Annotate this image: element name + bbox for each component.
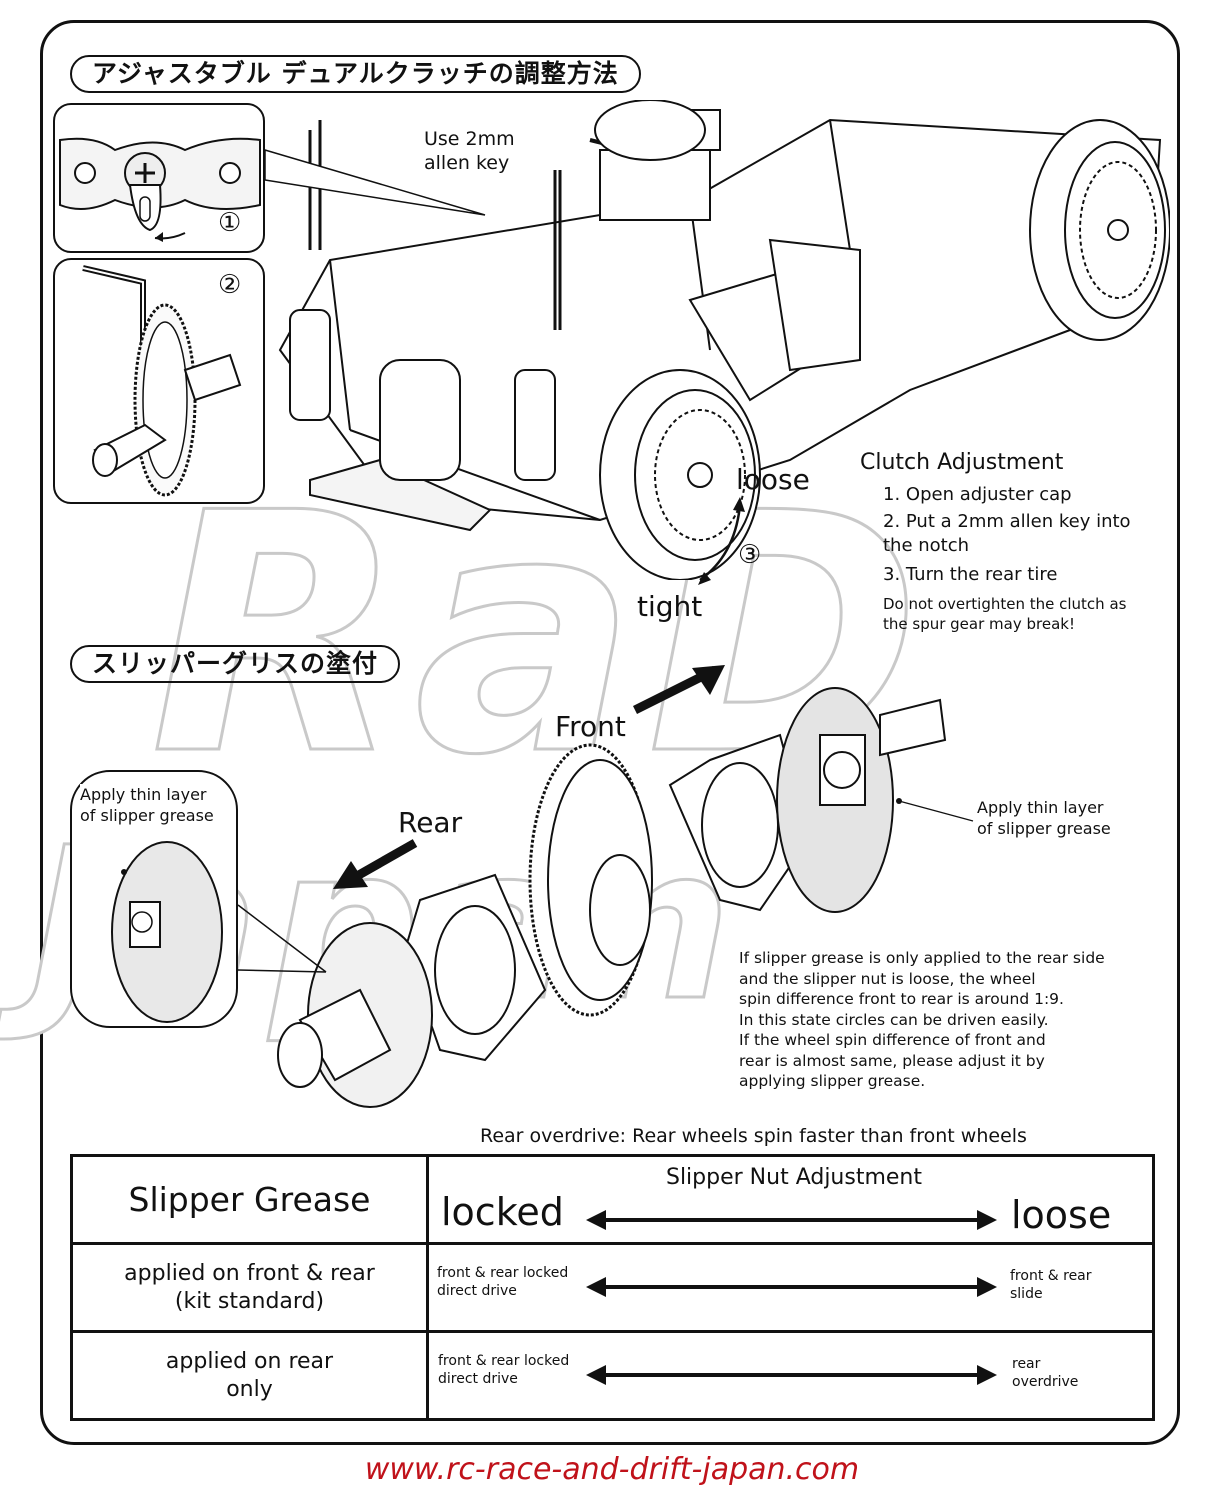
page-frame xyxy=(40,20,1180,1445)
table-row: applied on front & rear (kit standard) f… xyxy=(70,1242,1155,1333)
rotation-arrow xyxy=(698,497,745,585)
row-label-text: applied on rear only xyxy=(165,1348,334,1402)
row-adjustment-rear-only: front & rear locked direct drive rear ov… xyxy=(426,1330,1155,1421)
step2-marker: ② xyxy=(218,270,242,300)
spur-gear-key-illustration xyxy=(82,265,242,497)
row-adjustment-front-rear: front & rear locked direct drive front &… xyxy=(426,1242,1155,1333)
row-label-rear-only: applied on rear only xyxy=(70,1330,429,1421)
clutch-step-1: 1. Open adjuster cap xyxy=(883,484,1072,505)
section-title-grease: スリッパーグリスの塗付 xyxy=(70,645,401,683)
front-label: Front xyxy=(555,710,626,743)
clutch-step-3: 3. Turn the rear tire xyxy=(883,564,1058,585)
step1-detail-panel xyxy=(53,103,265,253)
rear-arrow xyxy=(333,839,418,889)
row-label-text: applied on front & rear (kit standard) xyxy=(124,1260,375,1314)
overdrive-caption: Rear overdrive: Rear wheels spin faster … xyxy=(480,1125,1027,1147)
row-label-front-rear: applied on front & rear (kit standard) xyxy=(70,1242,429,1333)
slipper-exploded-illustration xyxy=(277,687,947,1108)
row-left-note: front & rear locked direct drive xyxy=(437,1265,569,1299)
table-header-row: Slipper Grease Slipper Nut Adjustment lo… xyxy=(70,1154,1155,1245)
adjustment-header-label: Slipper Nut Adjustment xyxy=(665,1165,923,1190)
grease-right-pointer xyxy=(896,798,974,822)
row-left-note: front & rear locked direct drive xyxy=(438,1353,570,1387)
slipper-note: If slipper grease is only applied to the… xyxy=(739,948,1105,1092)
rear-label: Rear xyxy=(398,806,463,839)
step3-marker: ③ xyxy=(738,540,762,570)
slipper-adjustment-table: Slipper Grease Slipper Nut Adjustment lo… xyxy=(70,1154,1155,1421)
row-range-arrow xyxy=(586,1365,997,1385)
clutch-title: Clutch Adjustment xyxy=(860,450,1064,475)
grease-header-label: Slipper Grease xyxy=(128,1179,371,1219)
clutch-step-2: 2. Put a 2mm allen key into the notch xyxy=(883,511,1131,556)
table-header-grease: Slipper Grease xyxy=(70,1154,429,1245)
section-title-clutch: アジャスタブル デュアルクラッチの調整方法 xyxy=(70,55,641,93)
row-right-note: front & rear slide xyxy=(1010,1268,1092,1302)
footer-url-link[interactable]: www.rc-race-and-drift-japan.com xyxy=(364,1452,860,1487)
grease-note-left: Apply thin layer of slipper grease xyxy=(80,784,214,826)
header-range-arrow xyxy=(586,1210,997,1230)
loose-label: loose xyxy=(736,463,810,496)
step1-marker: ① xyxy=(218,208,242,238)
loose-header-label: loose xyxy=(1011,1193,1112,1237)
chassis-illustration xyxy=(278,100,1170,580)
row-right-note: rear overdrive xyxy=(1012,1356,1079,1390)
clutch-warning: Do not overtighten the clutch as the spu… xyxy=(883,595,1127,633)
table-row: applied on rear only front & rear locked… xyxy=(70,1330,1155,1421)
grease-note-right: Apply thin layer of slipper grease xyxy=(977,798,1111,838)
locked-label: locked xyxy=(441,1190,564,1234)
step2-detail-panel xyxy=(53,258,265,504)
slipper-plate-illustration xyxy=(111,841,223,1023)
tight-label: tight xyxy=(637,590,703,623)
allen-key-pointer xyxy=(264,148,486,216)
table-header-adjustment: Slipper Nut Adjustment locked loose xyxy=(426,1154,1155,1245)
front-arrow xyxy=(632,665,725,715)
row-range-arrow xyxy=(586,1277,997,1297)
grease-detail-pointer xyxy=(237,904,327,973)
adjuster-cap-illustration xyxy=(59,137,261,242)
allen-key-note: Use 2mm allen key xyxy=(424,128,515,174)
